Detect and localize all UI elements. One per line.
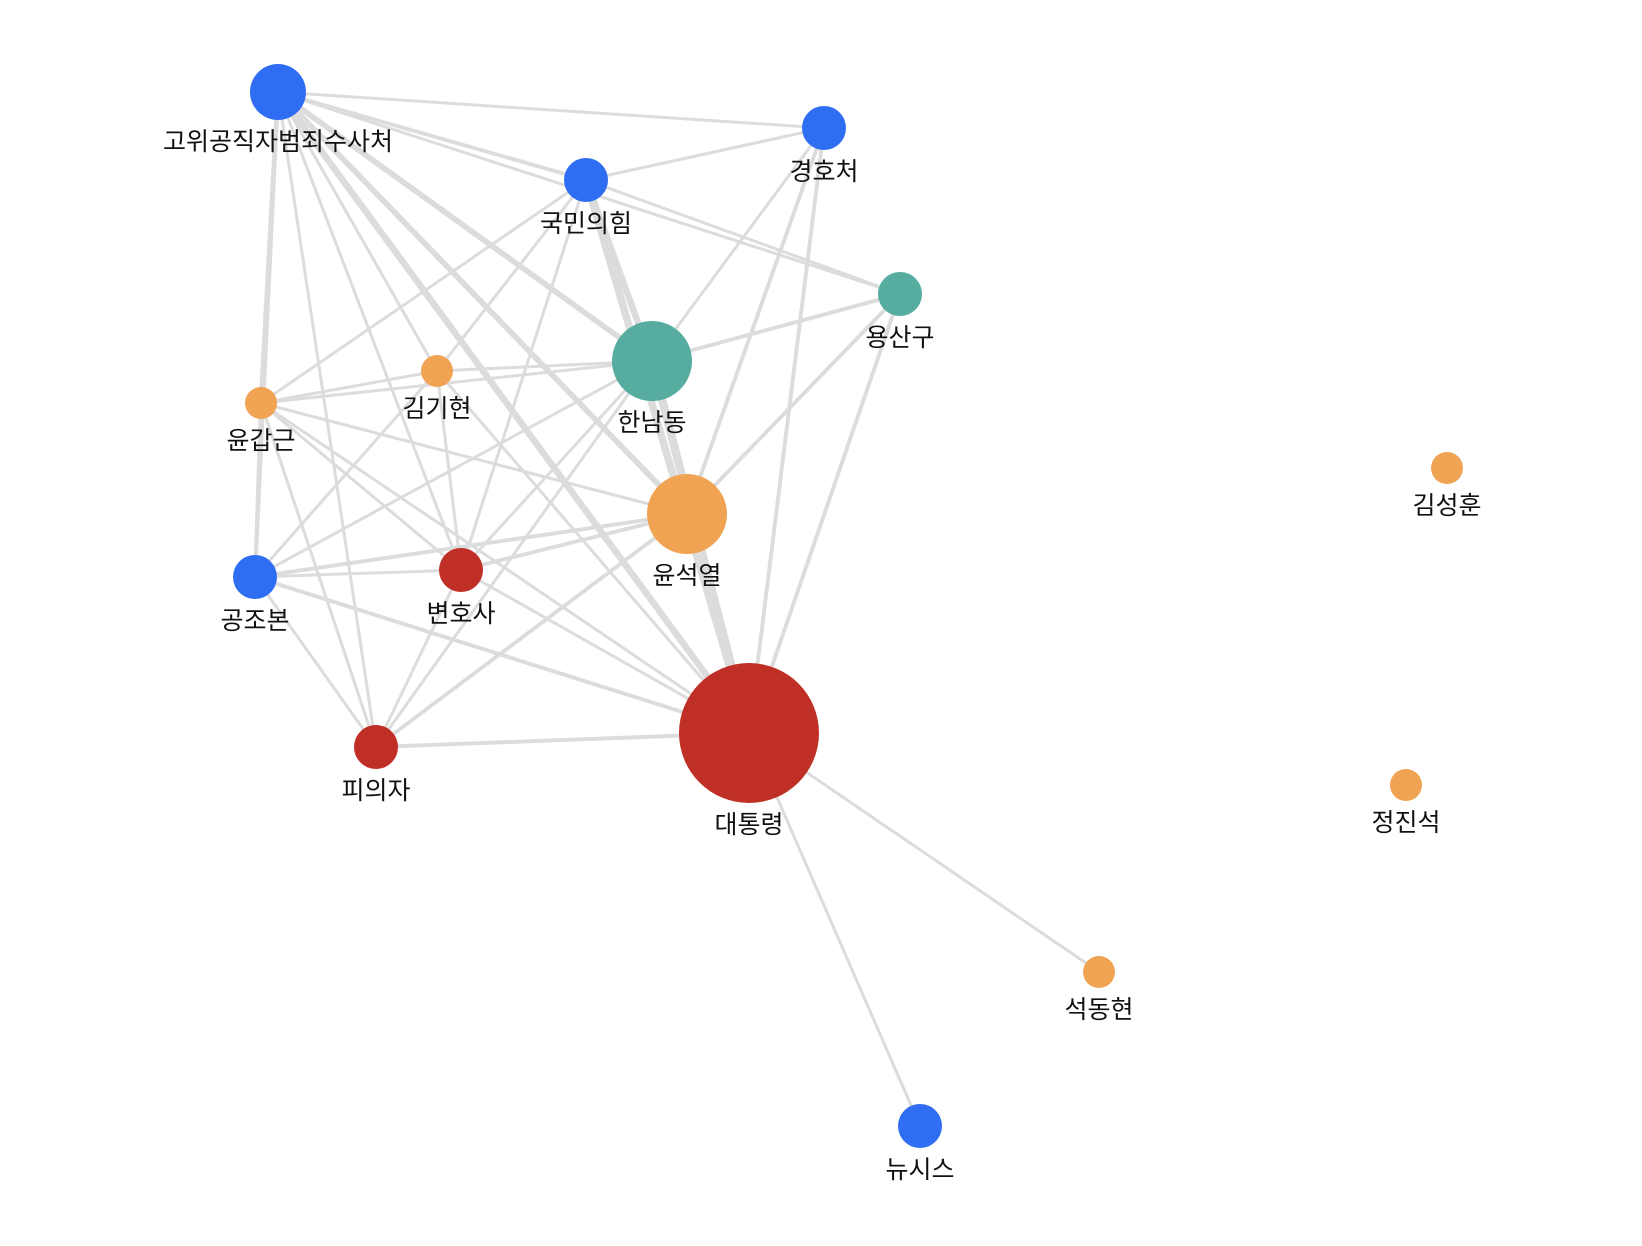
node-label-yungab: 윤갑근 [226, 426, 295, 455]
edge-gyeongho-gukmin [585, 126, 825, 182]
node-label-gongjo: 공조본 [220, 606, 289, 635]
node-circle-gimseong[interactable] [1431, 452, 1463, 484]
graph-edges [253, 89, 1100, 1127]
node-circle-gukmin[interactable] [564, 158, 608, 202]
node-circle-yongsan[interactable] [878, 272, 922, 316]
node-gimgi[interactable]: 김기현 [402, 355, 472, 423]
node-label-seokdong: 석동현 [1064, 995, 1133, 1024]
node-label-gukmin: 국민의힘 [540, 209, 632, 238]
node-circle-yungab[interactable] [245, 387, 277, 419]
node-label-gimseong: 김성훈 [1412, 491, 1481, 520]
node-label-byeonho: 변호사 [426, 599, 495, 628]
node-label-piui: 피의자 [341, 776, 410, 805]
node-daetong[interactable]: 대통령 [679, 663, 819, 839]
edge-gimgi-daetong [435, 370, 751, 734]
node-gowi[interactable]: 고위공직자범죄수사처 [163, 64, 393, 156]
edge-gyeongho-yunseok [685, 127, 826, 515]
node-jeongjin[interactable]: 정진석 [1371, 769, 1441, 837]
node-piui[interactable]: 피의자 [341, 725, 411, 805]
edge-gowi-gimgi [276, 91, 439, 372]
edge-gongjo-daetong [254, 575, 750, 735]
edge-gukmin-gimgi [435, 179, 588, 372]
node-label-yongsan: 용산구 [865, 323, 934, 352]
edge-yungab-byeonho [260, 401, 462, 572]
edge-hannam-piui [374, 360, 654, 748]
edge-gowi-yunseok [275, 90, 690, 516]
node-yongsan[interactable]: 용산구 [865, 272, 935, 352]
edge-gyeongho-hannam [650, 127, 826, 362]
node-label-yunseok: 윤석열 [652, 561, 721, 590]
node-gyeongho[interactable]: 경호처 [789, 106, 859, 186]
node-label-jeongjin: 정진석 [1371, 808, 1440, 837]
edge-yungab-yunseok [260, 401, 688, 516]
edge-hannam-gongjo [254, 359, 653, 579]
node-byeonho[interactable]: 변호사 [426, 548, 496, 628]
edge-gowi-gukmin [277, 90, 587, 182]
edge-yungab-daetong [260, 401, 750, 735]
edge-byeonho-piui [374, 569, 463, 748]
node-circle-hannam[interactable] [612, 321, 692, 401]
edge-gowi-daetong [275, 90, 752, 735]
node-gimseong[interactable]: 김성훈 [1412, 452, 1482, 520]
edge-gowi-gyeongho [277, 90, 825, 130]
node-circle-gowi[interactable] [250, 64, 306, 120]
node-label-gyeongho: 경호처 [789, 157, 858, 186]
edge-gyeongho-daetong [747, 127, 826, 734]
edge-yongsan-daetong [747, 293, 902, 734]
node-gukmin[interactable]: 국민의힘 [540, 158, 632, 238]
node-circle-byeonho[interactable] [439, 548, 483, 592]
edge-yunseok-gongjo [254, 512, 688, 579]
edge-gukmin-yongsan [585, 178, 901, 296]
edge-hannam-byeonho [459, 359, 654, 572]
node-newsis[interactable]: 뉴시스 [885, 1104, 955, 1184]
edge-daetong-seokdong [748, 731, 1100, 974]
node-circle-jeongjin[interactable] [1390, 769, 1422, 801]
node-label-gowi: 고위공직자범죄수사처 [163, 127, 393, 156]
node-label-gimgi: 김기현 [402, 394, 471, 423]
node-circle-yunseok[interactable] [647, 474, 727, 554]
node-label-hannam: 한남동 [617, 408, 686, 437]
node-circle-gimgi[interactable] [421, 355, 453, 387]
edge-gowi-byeonho [276, 91, 463, 571]
node-gongjo[interactable]: 공조본 [220, 555, 290, 635]
node-hannam[interactable]: 한남동 [612, 321, 692, 437]
node-seokdong[interactable]: 석동현 [1064, 956, 1134, 1024]
edge-yunseok-piui [374, 512, 689, 749]
node-label-newsis: 뉴시스 [885, 1155, 954, 1184]
edge-gukmin-yungab [260, 178, 587, 405]
node-circle-daetong[interactable] [679, 663, 819, 803]
node-yunseok[interactable]: 윤석열 [647, 474, 727, 590]
edge-gowi-hannam [276, 89, 654, 364]
node-circle-piui[interactable] [354, 725, 398, 769]
node-circle-seokdong[interactable] [1083, 956, 1115, 988]
edge-yungab-gongjo [253, 402, 263, 578]
node-circle-gongjo[interactable] [233, 555, 277, 599]
edge-gongjo-byeonho [254, 568, 462, 579]
node-yungab[interactable]: 윤갑근 [226, 387, 296, 455]
node-circle-newsis[interactable] [898, 1104, 942, 1148]
edge-daetong-newsis [747, 732, 922, 1127]
edge-hannam-yungab [260, 359, 653, 405]
node-circle-gyeongho[interactable] [802, 106, 846, 150]
edge-yongsan-yunseok [685, 292, 902, 516]
node-label-daetong: 대통령 [714, 810, 783, 839]
edge-yongsan-hannam [651, 292, 901, 363]
edge-gimgi-yungab [260, 369, 438, 405]
edge-gongjo-piui [253, 576, 378, 748]
